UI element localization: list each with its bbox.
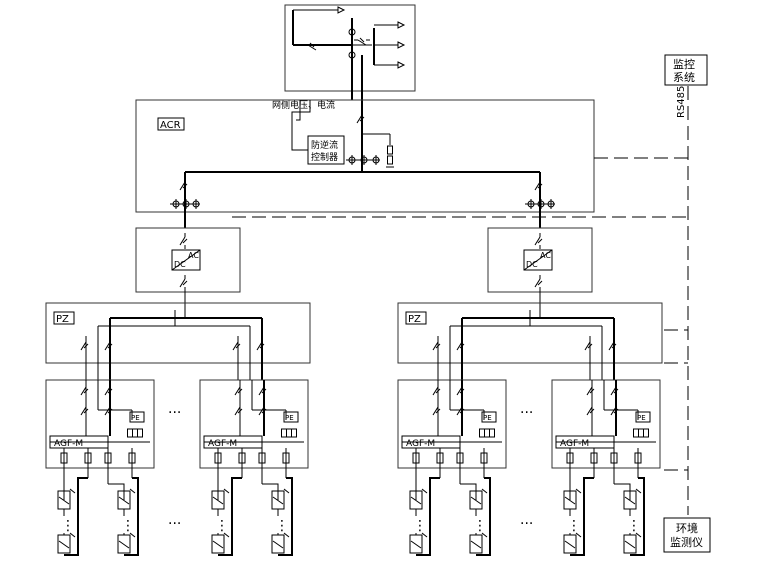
pv-string: ⋮ — [623, 488, 642, 554]
inverter-right: DC AC — [487, 227, 593, 310]
pv-string-ellipsis: ⋮ — [627, 518, 641, 534]
pv-ellipsis-right: ··· — [520, 516, 533, 532]
pz-combiner-right: PZ — [397, 302, 663, 380]
pv-string: ⋮ — [271, 488, 290, 554]
pe-label: PE — [131, 414, 140, 422]
agf-ellipsis-right: ··· — [520, 405, 533, 421]
pv-string: ⋮ — [117, 488, 136, 554]
inverter-right-dc: DC — [526, 260, 538, 269]
env-label-2: 监测仪 — [670, 536, 703, 549]
agf-combiner-box: PE AGF-M ⋮ ⋮ — [397, 379, 507, 556]
pe-label: PE — [483, 414, 492, 422]
grid-connection-cabinet — [284, 4, 416, 108]
agf-combiner-box: PE AGF-M ⋮ ⋮ — [45, 379, 155, 556]
monitor-label-2: 系统 — [673, 71, 695, 84]
inverter-left-dc: DC — [174, 260, 186, 269]
monitoring-system: 监控 系统 RS485 — [232, 54, 708, 515]
agf-ellipsis-left: ··· — [168, 405, 181, 421]
pv-string: ⋮ — [57, 488, 76, 554]
pv-string-ellipsis: ⋮ — [215, 518, 229, 534]
pv-string: ⋮ — [211, 488, 230, 554]
pv-string: ⋮ — [409, 488, 428, 554]
anti-backflow-label-2: 控制器 — [311, 151, 338, 163]
agf-combiner-box: PE AGF-M ⋮ ⋮ — [551, 379, 661, 556]
pz-right-label: PZ — [408, 314, 421, 325]
pz-left-label: PZ — [56, 314, 69, 325]
env-label-1: 环境 — [676, 521, 698, 535]
pv-string: ⋮ — [563, 488, 582, 554]
pv-string: ⋮ — [469, 488, 488, 554]
pz-combiner-left: PZ — [45, 302, 311, 380]
acr-cabinet: ACR 网侧电压、电流 防逆流 控制器 — [135, 99, 595, 228]
monitor-label-1: 监控 — [673, 57, 695, 71]
pe-label: PE — [285, 414, 294, 422]
agf-label: AGF-M — [208, 439, 237, 449]
pv-string-ellipsis: ⋮ — [61, 518, 75, 534]
pv-string-ellipsis: ⋮ — [567, 518, 581, 534]
pv-string-ellipsis: ⋮ — [473, 518, 487, 534]
grid-sensing-label: 网侧电压、电流 — [272, 99, 335, 111]
rs485-label: RS485 — [676, 86, 687, 118]
agf-label: AGF-M — [54, 439, 83, 449]
agf-combiner-group: PE AGF-M ⋮ ⋮ PE AGF-M ⋮ ⋮ PE AGF-M ⋮ ⋮ PE AGF-M ⋮ ⋮ — [45, 379, 661, 556]
agf-label: AGF-M — [560, 439, 589, 449]
pv-ellipsis-left: ··· — [168, 516, 181, 532]
anti-backflow-label-1: 防逆流 — [311, 139, 338, 151]
agf-combiner-box: PE AGF-M ⋮ ⋮ — [199, 379, 309, 556]
pv-string-ellipsis: ⋮ — [121, 518, 135, 534]
pv-string-ellipsis: ⋮ — [413, 518, 427, 534]
pe-label: PE — [637, 414, 646, 422]
acr-label: ACR — [160, 120, 181, 131]
environment-monitor: 环境 监测仪 — [663, 517, 711, 553]
pv-string-ellipsis: ⋮ — [275, 518, 289, 534]
agf-label: AGF-M — [406, 439, 435, 449]
inverter-right-ac: AC — [540, 251, 551, 260]
inverter-left: DC AC — [135, 227, 241, 310]
inverter-left-ac: AC — [188, 251, 199, 260]
